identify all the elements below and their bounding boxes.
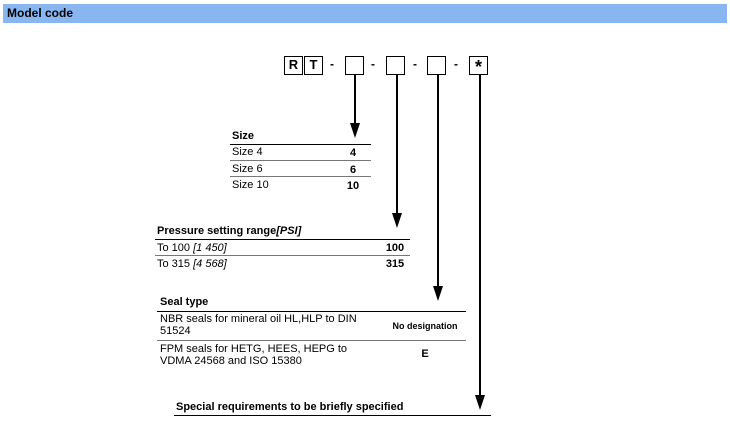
pressure-row-label: To 100 [1 450] [157, 242, 227, 254]
code-box-seal [427, 56, 446, 75]
pressure-title-unit: [PSI] [276, 225, 302, 237]
arrow-down-icon [433, 286, 443, 301]
size-row-value: 10 [346, 180, 360, 192]
pressure-table-title: Pressure setting range[PSI] [157, 225, 301, 237]
divider [155, 255, 410, 256]
size-row-value: 6 [349, 164, 357, 176]
size-table-title: Size [232, 130, 255, 142]
seal-table-title: Seal type [160, 296, 209, 308]
code-box-special: * [469, 56, 488, 77]
divider [155, 239, 410, 240]
pressure-row-value: 100 [385, 242, 405, 254]
divider [157, 340, 466, 341]
pressure-row-unit: [4 568] [193, 258, 227, 270]
code-box-1: R [284, 56, 303, 75]
seal-row-line: FPM seals for HETG, HEES, HEPG to [160, 343, 348, 355]
arrow-down-icon [475, 395, 485, 410]
special-requirements-label: Special requirements to be briefly speci… [176, 401, 404, 413]
pressure-row-value: 315 [385, 258, 405, 270]
code-separator: - [330, 57, 334, 71]
divider [230, 160, 371, 161]
code-box-pressure [386, 56, 405, 75]
divider [174, 415, 491, 416]
arrow-down-icon [392, 213, 402, 228]
code-separator: - [454, 57, 458, 71]
code-separator: - [413, 57, 417, 71]
size-row-label: Size 6 [232, 163, 263, 175]
pressure-row-unit: [1 450] [193, 242, 227, 254]
divider [230, 144, 371, 145]
seal-row-label: NBR seals for mineral oil HL,HLP to DIN … [160, 313, 357, 337]
pressure-row-label: To 315 [4 568] [157, 258, 227, 270]
seal-row-line: 51524 [160, 325, 191, 337]
size-row-value: 4 [349, 147, 357, 159]
arrow-line-pressure [396, 75, 398, 215]
divider [157, 311, 466, 312]
code-box-size [345, 56, 364, 75]
section-title: Model code [7, 6, 74, 20]
seal-row-value: E [421, 348, 429, 360]
seal-row-line: NBR seals for mineral oil HL,HLP to DIN [160, 313, 357, 325]
pressure-row-label-text: To 315 [157, 258, 191, 270]
pressure-title-text: Pressure setting range [157, 225, 277, 237]
code-separator: - [371, 57, 375, 71]
arrow-line-seal [437, 75, 439, 288]
divider [230, 176, 371, 177]
pressure-row-label-text: To 100 [157, 242, 191, 254]
section-header: Model code [3, 4, 727, 23]
arrow-line-special [479, 75, 481, 397]
code-box-2: T [304, 56, 323, 75]
seal-row-line: VDMA 24568 and ISO 15380 [160, 355, 302, 367]
seal-row-label: FPM seals for HETG, HEES, HEPG to VDMA 2… [160, 343, 347, 367]
size-row-label: Size 4 [232, 146, 263, 158]
seal-row-value: No designation [392, 321, 458, 331]
arrow-line-size [354, 75, 356, 125]
size-row-label: Size 10 [232, 179, 269, 191]
arrow-down-icon [350, 123, 360, 138]
